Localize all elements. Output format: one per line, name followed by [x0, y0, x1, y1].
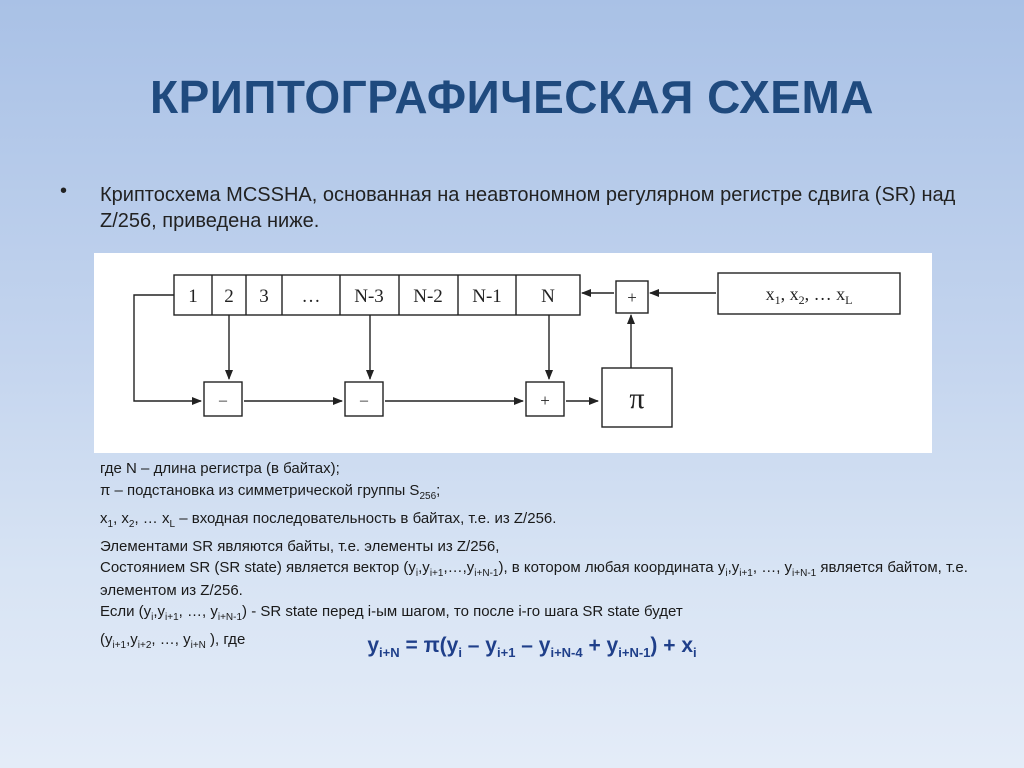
- register-cell-label: N-2: [413, 286, 443, 307]
- register-cell-label: N: [541, 286, 555, 307]
- register-cell-label: 1: [188, 286, 198, 307]
- note-line: Состоянием SR (SR state) является вектор…: [100, 559, 968, 599]
- bullet-marker: •: [60, 180, 68, 202]
- add-box-top: [615, 280, 649, 314]
- subtract-label: –: [359, 392, 369, 409]
- note-line: π – подстановка из симметрической группы…: [100, 482, 441, 502]
- slide-title: КРИПТОГРАФИЧЕСКАЯ СХЕМА: [150, 71, 874, 123]
- register-cell-label: 2: [224, 286, 234, 307]
- input-sequence-label: x1, x2, … xL: [766, 284, 853, 307]
- register-cell-label: 3: [259, 286, 269, 307]
- notes-block: где N – длина регистра (в байтах); π – п…: [100, 459, 980, 658]
- note-line: Элементами SR являются байты, т.е. элеме…: [100, 538, 500, 555]
- note-line: где N – длина регистра (в байтах);: [100, 460, 340, 477]
- subtract-label: –: [218, 392, 228, 409]
- subtract-box-2: [344, 381, 384, 417]
- pi-label: π: [629, 382, 644, 415]
- note-line: Если (yi,yi+1, …, yi+N-1) - SR state пер…: [100, 603, 683, 623]
- note-line: x1, x2, … xL – входная последовательност…: [100, 510, 557, 530]
- register-cell-label: N-3: [354, 286, 384, 307]
- register-cell-label: N-1: [472, 286, 502, 307]
- subtract-box-1: [203, 381, 243, 417]
- substitution-pi-box: [601, 367, 673, 428]
- note-line: (yi+1,yi+2, …, yi+N ), где: [100, 631, 246, 651]
- add-box-bottom: [525, 381, 565, 417]
- recurrence-formula: yi+N = π(yi – yi+1 – yi+N-4 + yi+N-1) + …: [367, 634, 697, 661]
- add-label: +: [540, 391, 550, 410]
- bullet-text: Криптосхема MCSSHA, основанная на неавто…: [100, 184, 956, 232]
- input-sequence-box: [717, 272, 901, 315]
- shift-register-diagram: 1 2 3 … N-3 N-2 N-1 N – – + + π x1, x2, …: [94, 253, 932, 453]
- register-cell-label: …: [302, 286, 321, 307]
- add-label: +: [627, 288, 637, 307]
